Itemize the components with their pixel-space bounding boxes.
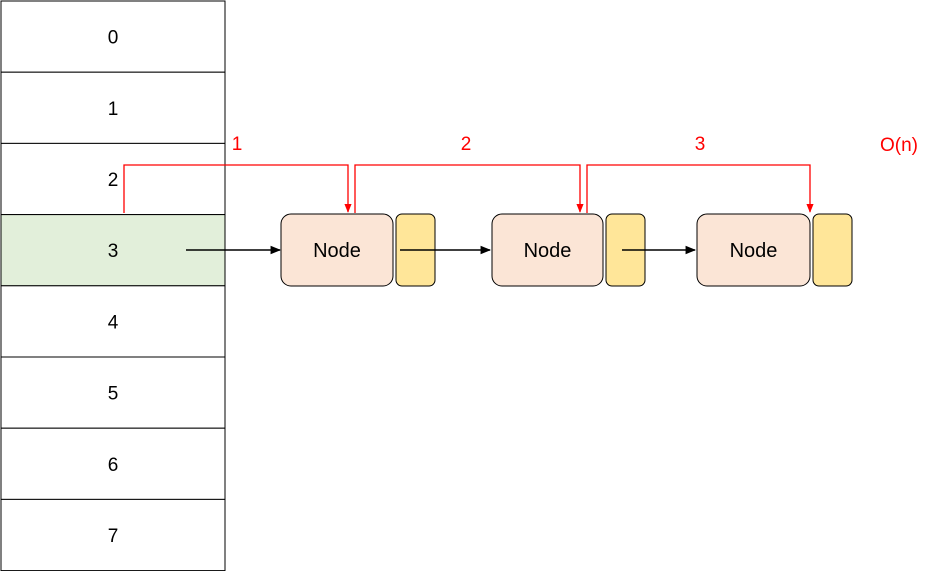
node-label: Node <box>524 240 572 262</box>
traversal-step-2-path <box>354 164 584 213</box>
hash-table: 0 1 2 3 4 5 6 7 <box>0 0 226 571</box>
time-complexity-label: O(n) <box>880 135 918 156</box>
bucket-index-label: 3 <box>108 241 119 262</box>
bucket-index-label: 5 <box>108 384 119 405</box>
node-box <box>696 213 811 287</box>
traversal-path <box>123 164 814 213</box>
bucket-index-label: 7 <box>108 526 119 547</box>
bucket-cell <box>0 498 226 571</box>
node-label: Node <box>730 240 778 262</box>
traversal-step-label-2: 2 <box>461 134 472 155</box>
bucket-index-label: 4 <box>108 312 119 333</box>
list-node-3: Node <box>696 213 853 287</box>
bucket-cell <box>0 142 226 216</box>
bucket-row-0: 0 <box>0 0 226 73</box>
bucket-cell <box>0 71 226 144</box>
bucket-row-4: 4 <box>0 285 226 358</box>
node-box <box>491 213 604 287</box>
linked-list: Node Node Node <box>280 213 853 287</box>
bucket-row-5: 5 <box>0 356 226 429</box>
traversal-step-label-3: 3 <box>695 134 706 155</box>
traversal-step-3-path <box>586 164 814 213</box>
bucket-row-1: 1 <box>0 71 226 144</box>
traversal-step-1-path <box>123 164 352 213</box>
bucket-row-6: 6 <box>0 427 226 500</box>
node-next-pointer <box>812 213 853 287</box>
bucket-index-label: 1 <box>108 99 119 120</box>
bucket-index-label: 6 <box>108 455 119 476</box>
bucket-index-label: 0 <box>108 28 119 49</box>
bucket-row-7: 7 <box>0 498 226 571</box>
node-label: Node <box>313 240 361 262</box>
traversal-labels: 1 2 3 O(n) <box>232 134 918 156</box>
traversal-step-label-1: 1 <box>232 134 243 155</box>
bucket-index-label: 2 <box>108 170 119 191</box>
bucket-row-2: 2 <box>0 142 226 216</box>
bucket-cell <box>0 0 226 73</box>
